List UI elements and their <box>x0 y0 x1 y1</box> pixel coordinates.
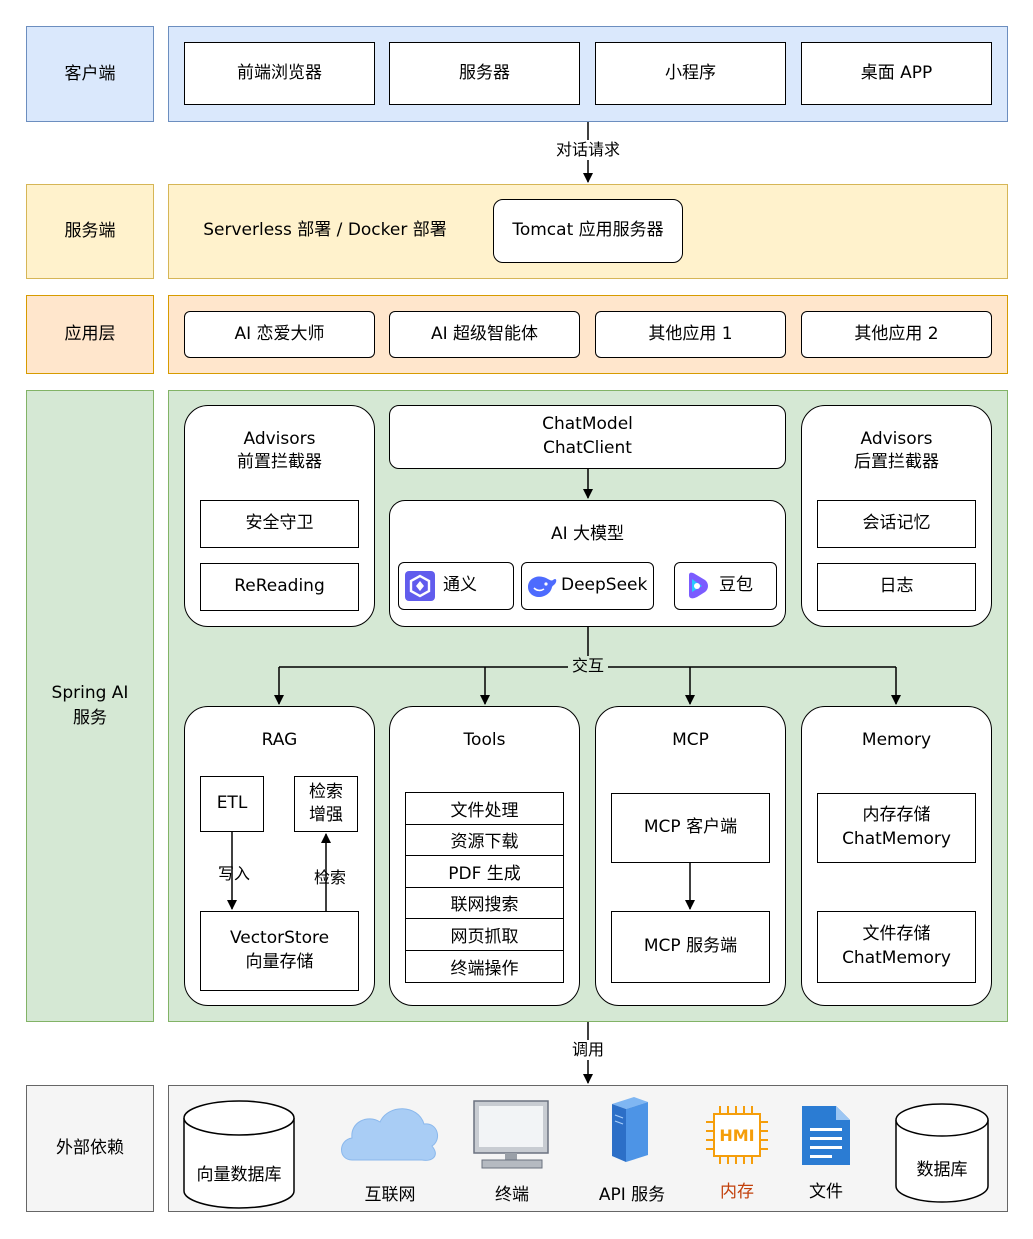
model-tongyi: 通义 <box>398 562 514 610</box>
model-tongyi-label: 通义 <box>443 575 477 596</box>
post-advisors-title: Advisors 后置拦截器 <box>854 429 939 472</box>
security-guard: 安全守卫 <box>200 500 359 548</box>
app-other-1: 其他应用 1 <box>595 311 786 358</box>
tomcat-server: Tomcat 应用服务器 <box>493 199 683 263</box>
model-deepseek: DeepSeek <box>521 562 654 610</box>
log: 日志 <box>817 563 976 611</box>
tools-list: 文件处理 资源下载 PDF 生成 联网搜索 网页抓取 终端操作 <box>405 792 564 983</box>
database-label: 数据库 <box>916 1160 968 1180</box>
terminal-label: 终端 <box>495 1185 529 1205</box>
internet-label: 互联网 <box>364 1185 416 1205</box>
model-doubao: 豆包 <box>674 562 777 610</box>
client-browser: 前端浏览器 <box>184 42 375 105</box>
external-layer-label: 外部依赖 <box>26 1085 154 1212</box>
session-memory: 会话记忆 <box>817 500 976 548</box>
app-love-master: AI 恋爱大师 <box>184 311 375 358</box>
doubao-icon <box>689 572 708 599</box>
client-miniprogram: 小程序 <box>595 42 786 105</box>
retrieve-label: 检索 <box>308 864 352 888</box>
mcp-client-box: MCP 客户端 <box>611 793 770 863</box>
server-layer-label: 服务端 <box>26 184 154 279</box>
retrieval-augment-box: 检索 增强 <box>294 776 358 832</box>
tool-item: 终端操作 <box>450 958 519 979</box>
model-doubao-label: 豆包 <box>719 575 753 596</box>
client-server: 服务器 <box>389 42 580 105</box>
app-super-agent: AI 超级智能体 <box>389 311 580 358</box>
tool-item: 网页抓取 <box>406 919 563 951</box>
tool-item: 资源下载 <box>406 825 563 856</box>
deepseek-icon <box>528 576 557 597</box>
request-label: 对话请求 <box>548 140 628 160</box>
file-store-box: 文件存储 ChatMemory <box>817 911 976 983</box>
chat-model-client: ChatModel ChatClient <box>389 405 786 469</box>
tongyi-icon <box>405 571 435 601</box>
call-label: 调用 <box>563 1040 613 1060</box>
tool-item: PDF 生成 <box>406 856 563 888</box>
write-label: 写入 <box>212 860 256 884</box>
external-layer <box>168 1085 1008 1212</box>
client-desktop-app: 桌面 APP <box>801 42 992 105</box>
file-label: 文件 <box>809 1182 843 1202</box>
interact-label: 交互 <box>568 656 608 676</box>
rag-title: RAG <box>261 730 298 750</box>
tools-title: Tools <box>463 730 506 750</box>
etl-box: ETL <box>200 776 264 832</box>
ai-model-title: AI 大模型 <box>550 524 625 544</box>
hmi-text: HMI <box>719 1126 755 1145</box>
mcp-title: MCP <box>672 730 709 750</box>
tool-item: 联网搜索 <box>406 888 563 919</box>
rereading: ReReading <box>200 563 359 611</box>
pre-advisors-title: Advisors 前置拦截器 <box>237 429 322 472</box>
memory-title: Memory <box>861 730 932 750</box>
vector-db-label: 向量数据库 <box>196 1165 282 1185</box>
app-layer-label: 应用层 <box>26 295 154 374</box>
in-memory-store-box: 内存存储 ChatMemory <box>817 793 976 863</box>
app-other-2: 其他应用 2 <box>801 311 992 358</box>
client-layer-label: 客户端 <box>26 26 154 122</box>
model-deepseek-label: DeepSeek <box>561 575 648 596</box>
tool-item: 文件处理 <box>406 793 563 825</box>
memory-label: 内存 <box>720 1182 754 1202</box>
spring-layer-label: Spring AI 服务 <box>26 390 154 1022</box>
api-service-label: API 服务 <box>598 1185 666 1205</box>
mcp-server-box: MCP 服务端 <box>611 911 770 983</box>
deploy-text: Serverless 部署 / Docker 部署 <box>203 220 447 240</box>
vectorstore-box: VectorStore 向量存储 <box>200 911 359 991</box>
